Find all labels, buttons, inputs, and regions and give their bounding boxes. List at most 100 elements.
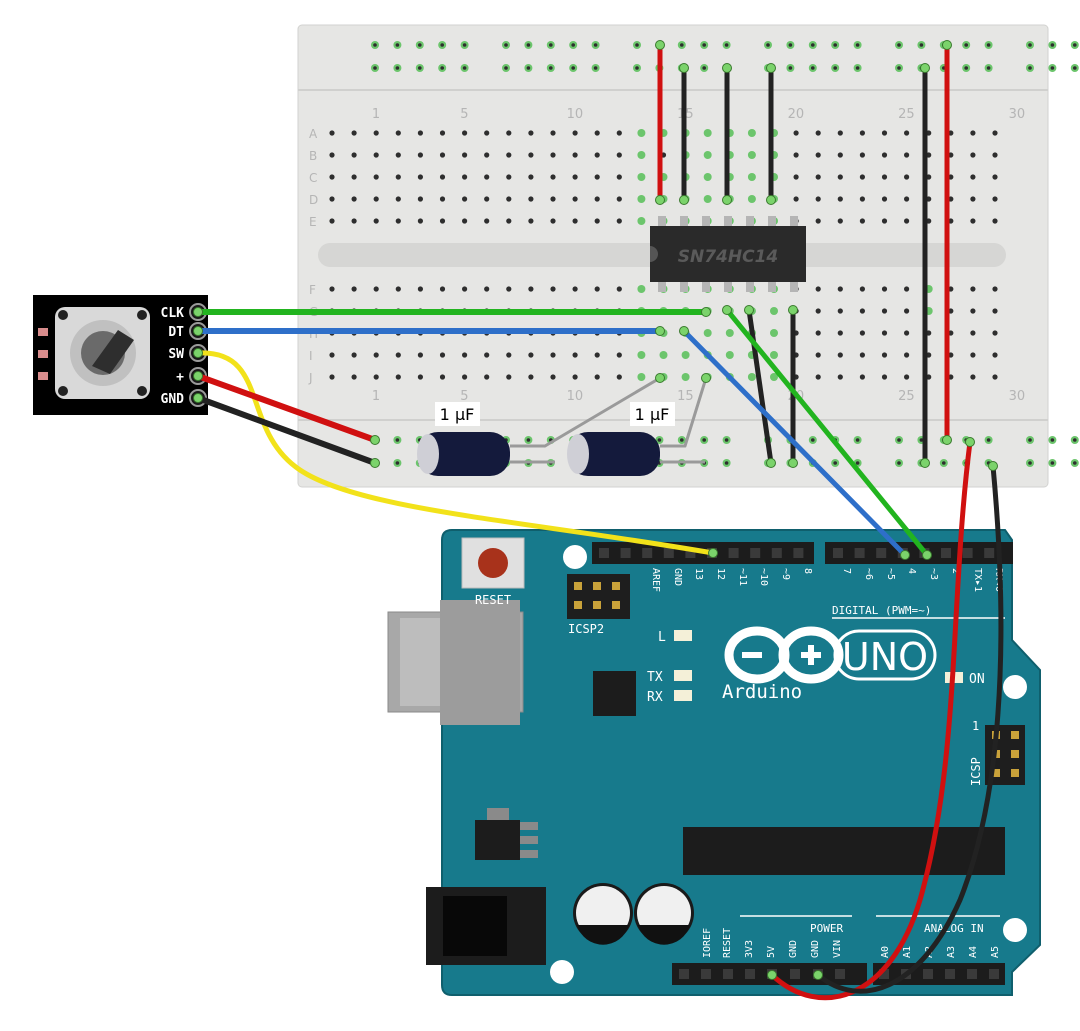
rail-hole-center bbox=[986, 438, 991, 442]
breadboard-hole bbox=[395, 174, 401, 180]
analog-pin-label: A4 bbox=[968, 946, 979, 958]
breadboard-hole bbox=[703, 151, 712, 159]
wire-black bbox=[195, 395, 378, 466]
encoder-pin-label: + bbox=[176, 370, 184, 385]
encoder-pin-label: DT bbox=[168, 325, 184, 340]
column-number-top: 25 bbox=[898, 107, 915, 122]
row-letter: D bbox=[309, 193, 318, 207]
breadboard-hole bbox=[506, 352, 512, 358]
breadboard-hole bbox=[550, 130, 556, 136]
breadboard-hole bbox=[550, 218, 556, 224]
icsp2-pin bbox=[593, 601, 601, 609]
rail-hole-center bbox=[440, 43, 445, 47]
wire-endpoint bbox=[900, 550, 910, 560]
rail-hole-center bbox=[418, 43, 422, 47]
breadboard-hole bbox=[572, 286, 578, 292]
breadboard-hole bbox=[329, 374, 335, 380]
breadboard-hole bbox=[637, 173, 646, 181]
digital-pin-label: ~11 bbox=[737, 568, 748, 586]
led-tx-label: TX bbox=[647, 670, 663, 685]
wire-endpoint bbox=[370, 435, 380, 445]
breadboard-hole bbox=[484, 196, 490, 202]
wire-endpoint bbox=[193, 307, 203, 317]
breadboard-hole bbox=[417, 174, 423, 180]
breadboard-hole bbox=[904, 152, 910, 158]
header-socket bbox=[941, 548, 951, 558]
breadboard-hole bbox=[594, 374, 600, 380]
breadboard-hole bbox=[351, 196, 357, 202]
breadboard-hole bbox=[637, 129, 646, 137]
rail-hole-center bbox=[1028, 461, 1032, 465]
header-socket bbox=[854, 548, 865, 558]
rail-hole-center bbox=[724, 461, 729, 465]
breadboard-hole bbox=[462, 174, 468, 180]
breadboard-hole bbox=[528, 286, 534, 292]
breadboard-hole bbox=[417, 352, 423, 358]
wire-endpoint bbox=[370, 458, 380, 468]
digital-pin-label: 8 bbox=[802, 568, 813, 574]
breadboard-hole bbox=[681, 373, 690, 381]
column-number-bottom: 25 bbox=[898, 389, 915, 404]
breadboard-hole bbox=[550, 374, 556, 380]
breadboard-hole bbox=[770, 373, 778, 381]
analog-pin-label: A0 bbox=[880, 946, 891, 958]
header-socket bbox=[599, 548, 609, 558]
icsp-pin bbox=[1011, 769, 1019, 777]
wire-endpoint bbox=[193, 371, 203, 381]
digital-pin-label: ~10 bbox=[758, 568, 769, 586]
breadboard-hole bbox=[616, 286, 622, 292]
wire-endpoint bbox=[766, 63, 776, 73]
header-socket bbox=[923, 969, 933, 979]
breadboard-hole bbox=[815, 352, 821, 358]
arduino-logo bbox=[724, 626, 844, 684]
breadboard-hole bbox=[528, 174, 534, 180]
breadboard-hole bbox=[815, 330, 821, 336]
breadboard-hole bbox=[703, 173, 712, 181]
row-letter: B bbox=[309, 149, 317, 163]
wire-endpoint bbox=[708, 548, 718, 558]
column-number-bottom: 5 bbox=[460, 389, 468, 404]
wire-blue bbox=[681, 328, 908, 558]
breadboard-hole bbox=[351, 374, 357, 380]
rail-hole-center bbox=[724, 43, 729, 47]
wire-gray bbox=[683, 376, 708, 448]
breadboard-hole bbox=[637, 351, 646, 359]
column-number-top: 20 bbox=[788, 107, 805, 122]
breadboard-hole bbox=[859, 352, 866, 358]
breadboard-hole bbox=[859, 330, 866, 336]
breadboard-hole bbox=[703, 195, 712, 203]
wire-endpoint bbox=[722, 63, 732, 73]
breadboard-hole bbox=[572, 352, 578, 358]
breadboard-hole bbox=[815, 174, 821, 180]
rail-hole-center bbox=[897, 66, 901, 70]
breadboard-hole bbox=[770, 329, 778, 337]
breadboard-hole bbox=[395, 218, 401, 224]
header-socket bbox=[728, 548, 739, 558]
breadboard-hole bbox=[837, 374, 843, 380]
breadboard-hole bbox=[859, 130, 866, 136]
icsp2-pin bbox=[593, 582, 601, 590]
wire-endpoint bbox=[942, 435, 952, 445]
breadboard-hole bbox=[439, 174, 446, 180]
rail-hole-center bbox=[855, 43, 860, 47]
rail-hole-center bbox=[635, 43, 639, 47]
breadboard-hole bbox=[484, 174, 490, 180]
breadboard-hole bbox=[572, 130, 578, 136]
wire-red bbox=[195, 373, 378, 443]
power-pin-label: RESET bbox=[722, 928, 733, 958]
header-socket bbox=[876, 548, 887, 558]
breadboard-hole bbox=[329, 218, 335, 224]
breadboard-hole bbox=[373, 130, 379, 136]
rail-hole-center bbox=[855, 438, 860, 442]
breadboard-hole bbox=[904, 218, 910, 224]
header-socket bbox=[685, 548, 696, 558]
breadboard-hole bbox=[528, 374, 534, 380]
column-number-bottom: 1 bbox=[372, 389, 380, 404]
header-socket bbox=[967, 969, 977, 979]
breadboard-hole bbox=[594, 152, 600, 158]
wire-endpoint bbox=[701, 307, 711, 317]
header-socket bbox=[723, 969, 733, 979]
breadboard-hole bbox=[594, 130, 600, 136]
